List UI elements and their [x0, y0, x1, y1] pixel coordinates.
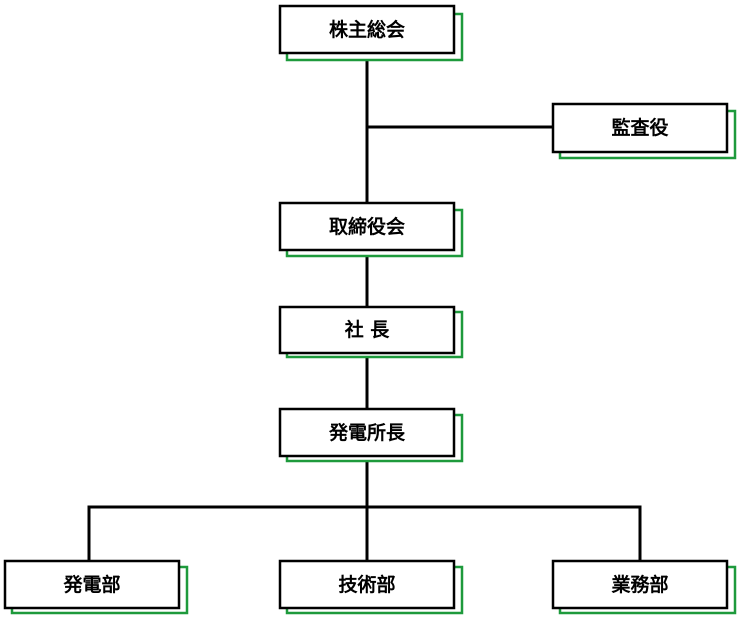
node-engineering-dept: 技術部 [278, 559, 464, 615]
node-box [278, 559, 456, 610]
node-box [278, 201, 456, 252]
node-label: 業務部 [610, 573, 668, 596]
node-box [551, 559, 729, 610]
node-label: 監査役 [611, 116, 668, 139]
node-board-of-directors: 取締役会 [278, 201, 464, 258]
node-label: 技術部 [338, 573, 395, 596]
node-shareholders-meeting: 株主総会 [278, 4, 464, 62]
node-power-generation-dept: 発電部 [3, 559, 189, 615]
node-box [278, 4, 456, 55]
node-label: 社 長 [344, 318, 391, 341]
node-label: 取締役会 [329, 215, 405, 238]
node-label: 発電部 [62, 573, 120, 596]
node-label: 株主総会 [329, 18, 405, 41]
node-auditor: 監査役 [551, 102, 737, 160]
node-label: 発電所長 [328, 421, 406, 444]
node-president: 社 長 [278, 305, 464, 359]
node-plant-manager: 発電所長 [278, 407, 464, 463]
node-box [278, 305, 456, 355]
connectors [87, 52, 642, 563]
node-box [3, 559, 181, 610]
node-business-dept: 業務部 [551, 559, 737, 615]
node-box [551, 102, 729, 154]
node-box [278, 407, 456, 458]
